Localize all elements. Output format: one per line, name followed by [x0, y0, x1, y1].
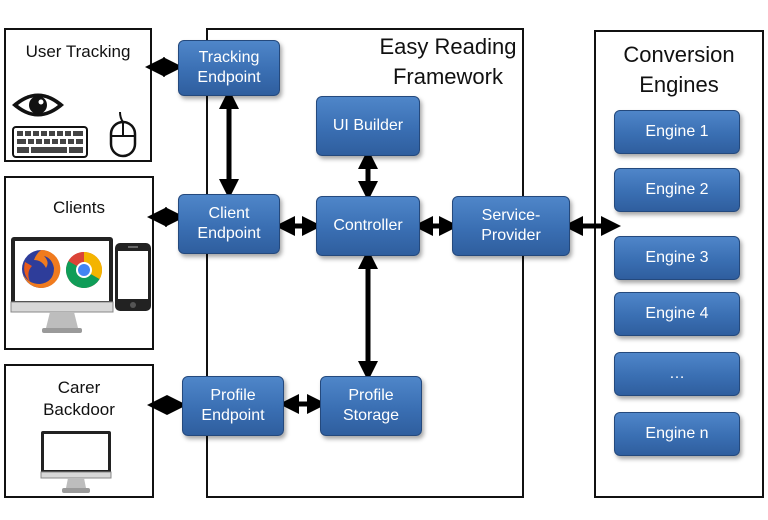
profile-endpoint-line2: Endpoint: [201, 407, 265, 424]
service-provider-line2: Provider: [481, 227, 541, 244]
firefox-icon: [22, 249, 61, 288]
controller-box: Controller: [316, 196, 420, 256]
eye-icon: [12, 93, 64, 117]
controller-label: Controller: [333, 217, 403, 234]
client-endpoint-line1: Client: [208, 205, 250, 222]
engine-box: Engine 1: [614, 110, 740, 154]
profile-endpoint-line1: Profile: [210, 387, 256, 404]
client-endpoint-line2: Endpoint: [197, 225, 261, 242]
profile-storage-box: Profile Storage: [320, 376, 422, 436]
engine-label: Engine 4: [645, 305, 709, 322]
profile-storage-line1: Profile: [348, 387, 394, 404]
tracking-endpoint-box: Tracking Endpoint: [178, 40, 280, 96]
chrome-icon: [65, 252, 103, 289]
framework-title-line2: Framework: [392, 64, 503, 89]
engine-label: Engine 2: [645, 181, 709, 198]
service-provider-line1: Service-: [481, 207, 541, 224]
engine-box: Engine 3: [614, 236, 740, 280]
user-tracking-title: User Tracking: [25, 42, 131, 61]
engine-label: Engine 1: [645, 123, 709, 140]
engine-label: …: [669, 365, 685, 382]
profile-endpoint-box: Profile Endpoint: [182, 376, 284, 436]
engine-label: Engine 3: [645, 249, 709, 266]
clients-title: Clients: [53, 198, 105, 217]
tracking-endpoint-line2: Endpoint: [197, 69, 261, 86]
client-endpoint-box: Client Endpoint: [178, 194, 280, 254]
tracking-endpoint-line1: Tracking: [198, 49, 260, 66]
engine-label: Engine n: [645, 425, 709, 442]
conversion-engines-title-line1: Conversion: [623, 42, 735, 67]
conversion-engines-title-line2: Engines: [639, 72, 719, 97]
smartphone-icon: [115, 243, 151, 311]
engine-box: Engine n: [614, 412, 740, 456]
carer-backdoor-title-line1: Carer: [57, 378, 101, 397]
monitor-icon: [40, 431, 112, 493]
mouse-icon: [109, 111, 137, 158]
profile-storage-line2: Storage: [342, 407, 400, 424]
service-provider-box: Service- Provider: [452, 196, 570, 256]
engine-box: Engine 4: [614, 292, 740, 336]
framework-title-line1: Easy Reading: [379, 34, 517, 59]
engine-box: …: [614, 352, 740, 396]
ui-builder-label: UI Builder: [332, 117, 404, 134]
carer-backdoor-title-line2: Backdoor: [43, 400, 115, 419]
keyboard-icon: [12, 126, 88, 158]
engine-box: Engine 2: [614, 168, 740, 212]
ui-builder-box: UI Builder: [316, 96, 420, 156]
